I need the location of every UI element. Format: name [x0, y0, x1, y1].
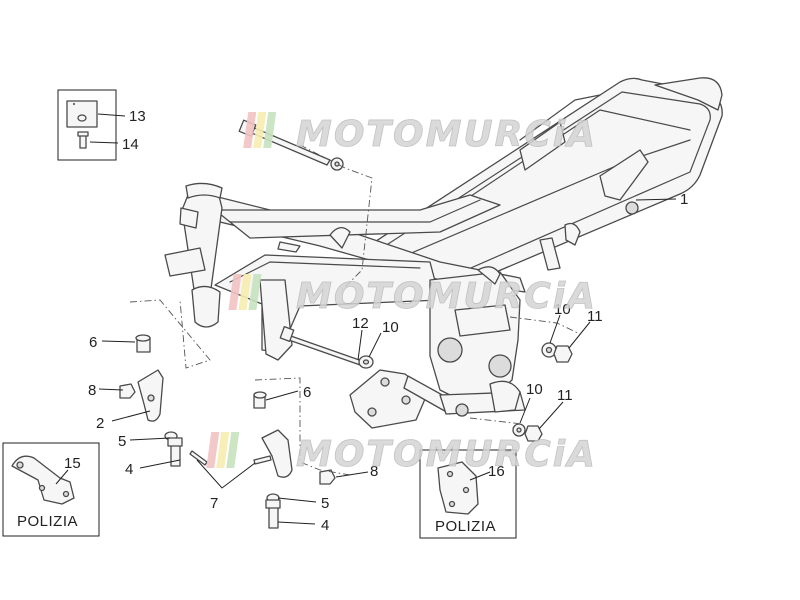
callout-5a: 5: [118, 433, 126, 450]
callout-4a: 4: [125, 461, 133, 478]
watermark-text: MOTOMURCiA: [296, 276, 597, 317]
callout-5b: 5: [321, 495, 329, 512]
callout-7: 7: [210, 495, 218, 512]
callout-10c: 10: [526, 381, 543, 398]
leader-lines: [55, 198, 677, 525]
watermark-stripe: [253, 112, 267, 148]
callout-15: 15: [64, 455, 81, 472]
callout-4b: 4: [321, 517, 329, 534]
callout-11a: 11: [587, 308, 603, 325]
callout-16: 16: [488, 463, 505, 480]
callout-10b: 10: [382, 319, 399, 336]
watermark-bottom: MOTOMURCiA: [206, 432, 597, 475]
polizia-label-right: POLIZIA: [435, 518, 496, 535]
callout-12: 12: [352, 315, 369, 332]
watermark-stripe: [228, 274, 242, 310]
polizia-box-left: [2, 442, 100, 537]
watermark-text: MOTOMURCiA: [296, 434, 597, 475]
polizia-box-right: [419, 449, 517, 539]
callout-8a: 8: [88, 382, 96, 399]
watermark-stripe: [238, 274, 252, 310]
watermark-top: MOTOMURCiA: [243, 112, 597, 155]
watermark-stripe: [243, 112, 257, 148]
watermark-stripe: [226, 432, 240, 468]
callout-1: 1: [680, 191, 688, 208]
watermark-stripe: [216, 432, 230, 468]
inset-box-13-14: [57, 89, 126, 161]
callout-14: 14: [122, 136, 139, 153]
callout-numbers: 1 2 4 4 5 5 6 6 7 8 8 10 10 10 11 11 12 …: [17, 108, 688, 535]
watermark-stripe: [248, 274, 262, 310]
callout-11b: 11: [557, 387, 573, 404]
polizia-label-left: POLIZIA: [17, 513, 78, 530]
watermark-stripe: [263, 112, 277, 148]
watermark-text: MOTOMURCiA: [296, 114, 597, 155]
watermark-middle: MOTOMURCiA: [228, 274, 597, 317]
main-frame: [164, 77, 723, 429]
callout-10a: 10: [554, 301, 571, 318]
watermark-stripe: [206, 432, 220, 468]
callout-2: 2: [96, 415, 104, 432]
callout-13: 13: [129, 108, 146, 125]
callout-6a: 6: [89, 334, 97, 351]
callout-6b: 6: [303, 384, 311, 401]
callout-8b: 8: [370, 463, 378, 480]
